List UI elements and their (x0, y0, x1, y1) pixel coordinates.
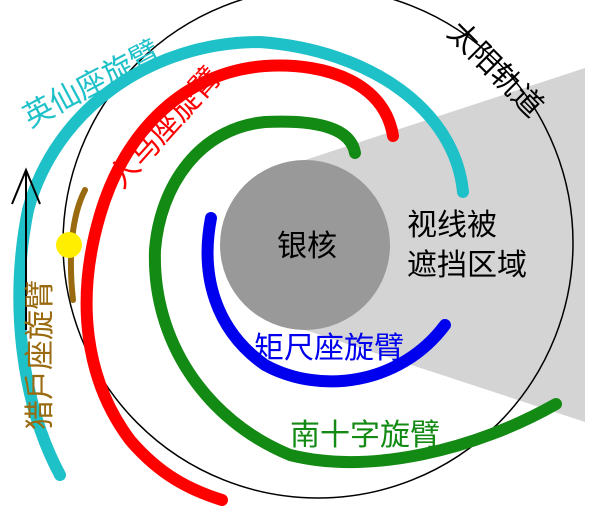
obscured-region-label-line1: 视线被 (407, 208, 497, 243)
perseus-arm (13, 35, 469, 481)
norma-arm-label: 矩尺座旋臂 (254, 331, 404, 366)
orion-arm-label: 猎戶座旋臂 (23, 280, 58, 430)
norma-arm (201, 212, 451, 388)
crux-arm (148, 115, 562, 468)
galactic-core (220, 160, 390, 330)
arrow-up-icon (11, 167, 41, 330)
perseus-arm-label: 英仙座旋臂 (17, 34, 166, 135)
crux-arm-label: 南十字旋臂 (290, 418, 440, 453)
obscured-region (305, 68, 585, 422)
obscured-region-label-line2: 遮挡区域 (407, 248, 527, 283)
galactic-core-label: 银核 (277, 229, 337, 264)
sun-marker (56, 232, 82, 258)
sagittarius-arm (80, 59, 399, 506)
